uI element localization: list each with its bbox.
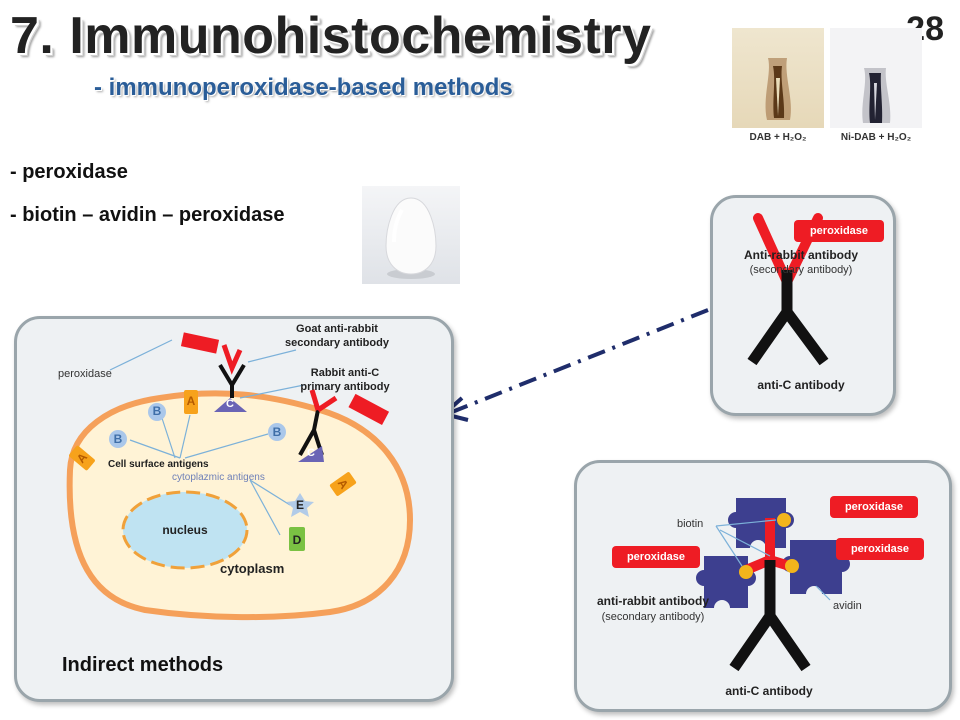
dab-caption: DAB + H₂O₂: [749, 132, 807, 143]
peroxidase-label: peroxidase: [58, 368, 112, 380]
indirect-methods-title: Indirect methods: [62, 654, 224, 676]
egg-image: [362, 186, 460, 284]
peroxidase-box-br-2: peroxidase: [612, 546, 700, 568]
antigen-d: D: [292, 533, 302, 547]
antigen-a-top: A: [186, 394, 196, 408]
goat-antibody-label: Goat anti-rabbit secondary antibody: [285, 323, 389, 349]
biotin-label: biotin: [677, 518, 704, 530]
dab-stain-image: [732, 28, 824, 128]
antigen-e: E: [295, 498, 304, 512]
peroxidase-box-br-1: peroxidase: [830, 496, 918, 518]
antigen-b-top: B: [152, 404, 162, 418]
nucleus-label: nucleus: [162, 523, 208, 537]
cell-surface-antigens-label: Cell surface antigens: [108, 459, 209, 470]
cytoplasm-label: cytoplasm: [220, 561, 285, 576]
antigen-c-top: C: [226, 398, 234, 410]
anti-rabbit-sub-top: (secondary antibody): [749, 264, 853, 276]
peroxidase-box-top: peroxidase: [794, 220, 884, 242]
cytoplasmic-antigens-label: cytoplazmic antigens: [172, 472, 265, 483]
anti-c-label-top: anti-C antibody: [757, 378, 845, 392]
nidab-caption: Ni-DAB + H₂O₂: [840, 132, 912, 143]
bullet-peroxidase: - peroxidase: [10, 161, 128, 183]
rabbit-antibody-label: Rabbit anti-C primary antibody: [300, 367, 390, 393]
anti-rabbit-label-br: anti-rabbit antibody: [597, 594, 709, 608]
anti-c-label-br: anti-C antibody: [725, 684, 813, 698]
anti-rabbit-label-top: Anti-rabbit antibody: [744, 248, 858, 262]
slide-title: 7. Immunohistochemistry: [10, 7, 652, 65]
peroxidase-box-br-3: peroxidase: [836, 538, 924, 560]
nidab-stain-image: [830, 28, 922, 128]
avidin-label: avidin: [833, 600, 862, 612]
slide-subtitle: - immunoperoxidase-based methods: [94, 74, 513, 101]
antigen-b-left: B: [113, 432, 123, 446]
antigen-c-right: C: [307, 447, 315, 459]
antigen-b-right: B: [272, 425, 282, 439]
bullet-biotin-avidin: - biotin – avidin – peroxidase: [10, 204, 285, 226]
anti-rabbit-sub-br: (secondary antibody): [601, 611, 705, 623]
